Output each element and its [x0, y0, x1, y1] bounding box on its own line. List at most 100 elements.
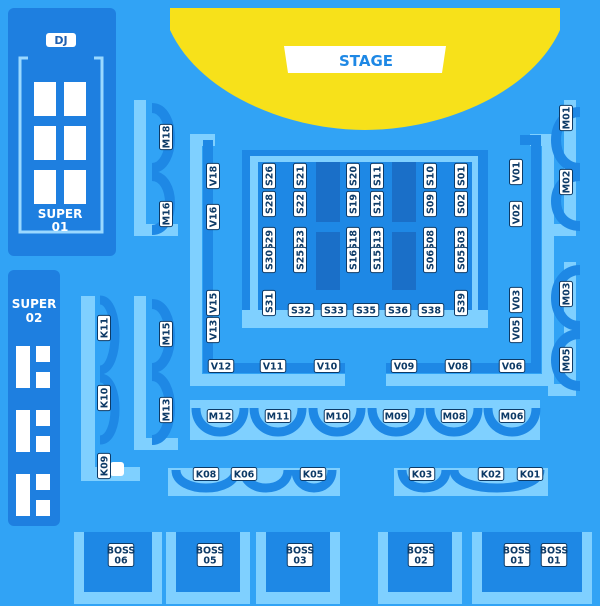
table-k09[interactable]: K09 [97, 452, 111, 480]
table-label-line: S38 [421, 306, 441, 317]
table-s39[interactable]: S39 [454, 289, 468, 317]
table-label-line: BOSS [503, 546, 532, 557]
table-v16[interactable]: V16 [206, 203, 220, 231]
table-label-box [299, 467, 327, 481]
table-label: V02 [512, 204, 523, 225]
table-v06[interactable]: V06 [498, 359, 526, 373]
table-k02[interactable]: K02 [477, 467, 505, 481]
table-k08[interactable]: K08 [192, 467, 220, 481]
table-m01[interactable]: M01 [559, 104, 573, 132]
table-m09[interactable]: M09 [382, 409, 410, 423]
table-label: M11 [267, 412, 290, 423]
table-label-box [159, 396, 173, 424]
table-m15[interactable]: M15 [159, 320, 173, 348]
table-label-box [509, 286, 523, 314]
table-k01[interactable]: K01 [516, 467, 544, 481]
table-k10[interactable]: K10 [97, 384, 111, 412]
table-v03[interactable]: V03 [509, 286, 523, 314]
table-v05[interactable]: V05 [509, 316, 523, 344]
table-m10[interactable]: M10 [323, 409, 351, 423]
table-label-box [352, 303, 380, 317]
table-v12[interactable]: V12 [207, 359, 235, 373]
table-v15[interactable]: V15 [206, 289, 220, 317]
table-s38[interactable]: S38 [417, 303, 445, 317]
table-label-box [159, 320, 173, 348]
table-m06[interactable]: M06 [498, 409, 526, 423]
stage-label-box [284, 46, 446, 73]
table-m03[interactable]: M03 [559, 280, 573, 308]
table-v11[interactable]: V11 [259, 359, 287, 373]
table-label-box [320, 303, 348, 317]
table-s11[interactable]: S11 [370, 162, 384, 190]
table-s21[interactable]: S21 [293, 162, 307, 190]
table-s35[interactable]: S35 [352, 303, 380, 317]
table-m13[interactable]: M13 [159, 396, 173, 424]
table-s05[interactable]: S05 [454, 246, 468, 274]
table-m11[interactable]: M11 [264, 409, 292, 423]
table-v08[interactable]: V08 [444, 359, 472, 373]
table-s15[interactable]: S15 [370, 246, 384, 274]
table-s30[interactable]: S30 [262, 246, 276, 274]
table-v10[interactable]: V10 [313, 359, 341, 373]
table-v13[interactable]: V13 [206, 316, 220, 344]
table-v18[interactable]: V18 [206, 162, 220, 190]
table-k11[interactable]: K11 [97, 314, 111, 342]
table-s06[interactable]: S06 [423, 246, 437, 274]
table-m12[interactable]: M12 [206, 409, 234, 423]
table-s01[interactable]: S01 [454, 162, 468, 190]
table-s26[interactable]: S26 [262, 162, 276, 190]
super02-seat-gap [30, 434, 36, 452]
table-s25[interactable]: S25 [293, 246, 307, 274]
table-s31[interactable]: S31 [262, 289, 276, 317]
table-label-line: BOSS [540, 546, 569, 557]
table-s32[interactable]: S32 [287, 303, 315, 317]
table-label-box [559, 168, 573, 196]
table-v02[interactable]: V02 [509, 200, 523, 228]
table-k06[interactable]: K06 [230, 467, 258, 481]
table-s16[interactable]: S16 [346, 246, 360, 274]
super02-booth[interactable] [8, 270, 60, 526]
table-m18[interactable]: M18 [159, 123, 173, 151]
table-label-box [423, 190, 437, 218]
table-s36[interactable]: S36 [384, 303, 412, 317]
table-label-line: 01 [547, 556, 560, 567]
table-label-line: BOSS [196, 546, 225, 557]
table-label: S15 [373, 250, 384, 270]
table-s02[interactable]: S02 [454, 190, 468, 218]
table-s22[interactable]: S22 [293, 190, 307, 218]
table-s12[interactable]: S12 [370, 190, 384, 218]
table-label-line: V08 [448, 362, 469, 373]
table-v09[interactable]: V09 [390, 359, 418, 373]
table-m02[interactable]: M02 [559, 168, 573, 196]
table-k03[interactable]: K03 [408, 467, 436, 481]
table-label-box [206, 289, 220, 317]
table-s28[interactable]: S28 [262, 190, 276, 218]
table-v01[interactable]: V01 [509, 158, 523, 186]
table-label-box [559, 280, 573, 308]
table-label-box [346, 190, 360, 218]
super02-seat-gap [30, 410, 36, 428]
table-label-line: M12 [209, 412, 232, 423]
super01-seat [64, 170, 86, 204]
table-s09[interactable]: S09 [423, 190, 437, 218]
table-label-line: K01 [520, 470, 541, 481]
table-label: S09 [426, 194, 437, 214]
table-s20[interactable]: S20 [346, 162, 360, 190]
table-s33[interactable]: S33 [320, 303, 348, 317]
table-m08[interactable]: M08 [440, 409, 468, 423]
table-s19[interactable]: S19 [346, 190, 360, 218]
table-s10[interactable]: S10 [423, 162, 437, 190]
table-label: S18 [349, 230, 360, 250]
table-m05[interactable]: M05 [559, 346, 573, 374]
table-k05[interactable]: K05 [299, 467, 327, 481]
super01-seat [34, 170, 56, 204]
table-m16[interactable]: M16 [159, 200, 173, 228]
